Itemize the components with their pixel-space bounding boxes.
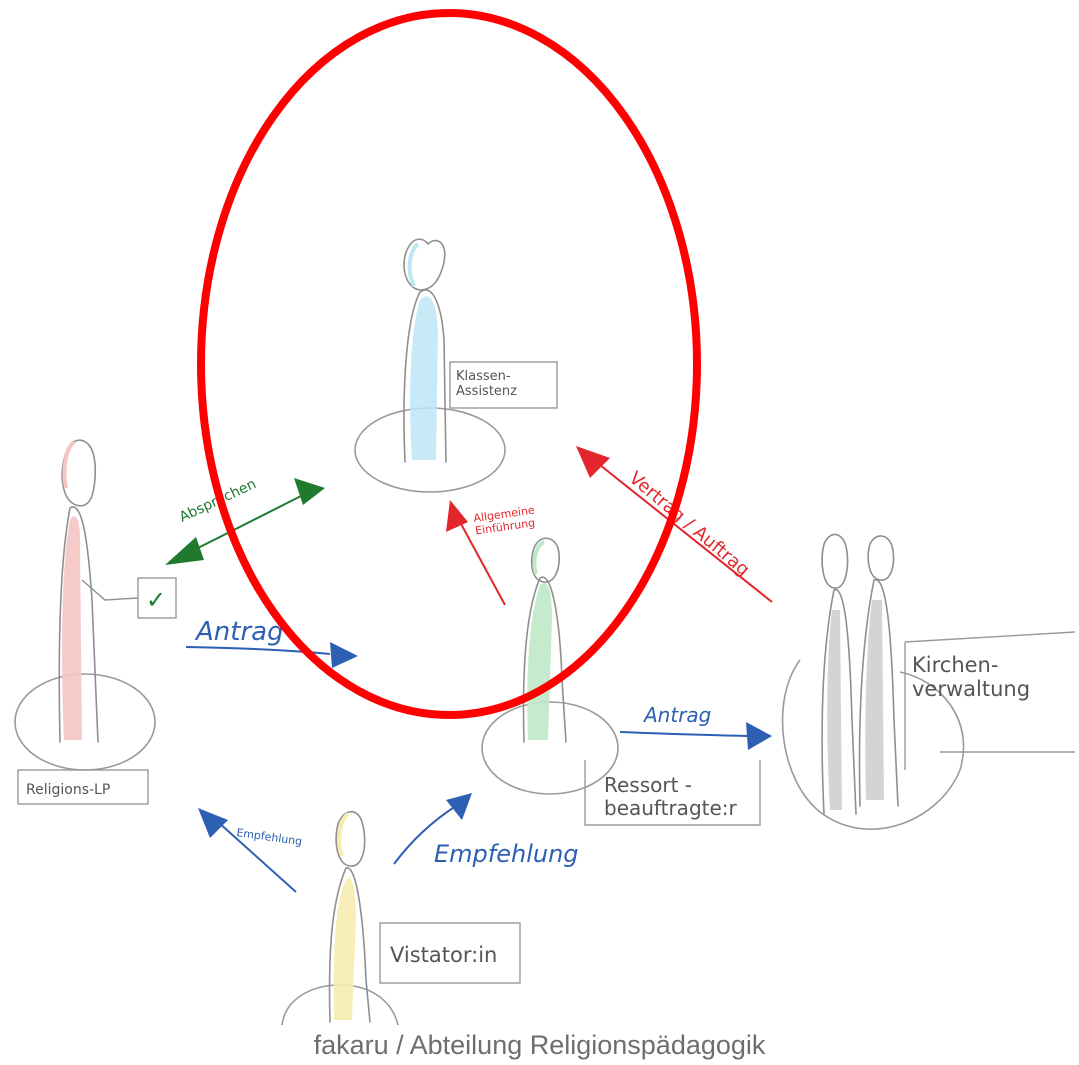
label-allgemeine: AllgemeineEinführung bbox=[473, 503, 538, 537]
plate-ressort bbox=[481, 701, 619, 795]
body-fill-ressort bbox=[527, 583, 552, 740]
head-kirchen-1 bbox=[821, 533, 849, 589]
head-klassen-assistenz bbox=[403, 238, 446, 291]
arrow-absprechen: Absprechen bbox=[165, 476, 325, 565]
head-ressort bbox=[530, 537, 560, 583]
label-ressort: Ressort -beauftragte:r bbox=[604, 773, 738, 820]
arrowhead bbox=[446, 500, 468, 532]
label-klassen-assistenz: Klassen-Assistenz bbox=[456, 369, 517, 399]
label-antrag-right: Antrag bbox=[642, 703, 711, 727]
checkmark-icon: ✓ bbox=[146, 586, 166, 614]
label-vertrag-auftrag: Vertrag / Auftrag bbox=[625, 468, 754, 581]
label-empfehlung-big: Empfehlung bbox=[434, 840, 579, 868]
figure-visitator: Vistator:in bbox=[281, 810, 521, 1026]
highlight-ellipse bbox=[197, 9, 701, 719]
label-visitator: Vistator:in bbox=[390, 943, 497, 967]
head-religions-lp bbox=[61, 439, 97, 507]
arrow-antrag-left: Antrag bbox=[185, 617, 358, 668]
arrowhead-left bbox=[165, 537, 204, 565]
arrowhead bbox=[198, 808, 228, 838]
arrowhead bbox=[576, 446, 610, 478]
body-fill-religions-lp bbox=[62, 516, 82, 740]
arrow-allgemeine-einfuehrung: AllgemeineEinführung bbox=[446, 500, 538, 606]
body-fill-kirchen-1 bbox=[827, 610, 842, 810]
body-fill-visitator bbox=[333, 878, 356, 1020]
figure-kirchenverwaltung: Kirchen-verwaltung bbox=[781, 533, 1076, 830]
figure-klassen-assistenz: Klassen-Assistenz bbox=[354, 238, 558, 493]
label-empfehlung-small: Empfehlung bbox=[236, 826, 303, 848]
label-antrag-left: Antrag bbox=[194, 617, 284, 647]
credit-caption: fakaru / Abteilung Religionspädagogik bbox=[313, 1030, 766, 1060]
figure-ressort-beauftragte: Ressort -beauftragte:r bbox=[481, 537, 761, 826]
arrowhead-right bbox=[294, 478, 325, 505]
arrowhead bbox=[446, 793, 472, 820]
arrow-antrag-right: Antrag bbox=[619, 703, 772, 750]
plate-religions-lp bbox=[14, 673, 156, 771]
body-fill-klassen-assistenz bbox=[410, 296, 438, 460]
head-kirchen-2 bbox=[867, 535, 895, 581]
arrowhead bbox=[746, 722, 772, 750]
arrow-empfehlung-big: Empfehlung bbox=[393, 793, 579, 868]
arrow-empfehlung-small: Empfehlung bbox=[198, 808, 303, 893]
body-fill-kirchen-2 bbox=[865, 600, 884, 800]
label-religions-lp: Religions-LP bbox=[26, 782, 110, 798]
label-kirchenverwaltung: Kirchen-verwaltung bbox=[912, 653, 1030, 701]
figure-religions-lp: ✓ Religions-LP bbox=[14, 439, 177, 805]
arrowhead bbox=[330, 642, 358, 668]
head-visitator bbox=[335, 810, 366, 867]
